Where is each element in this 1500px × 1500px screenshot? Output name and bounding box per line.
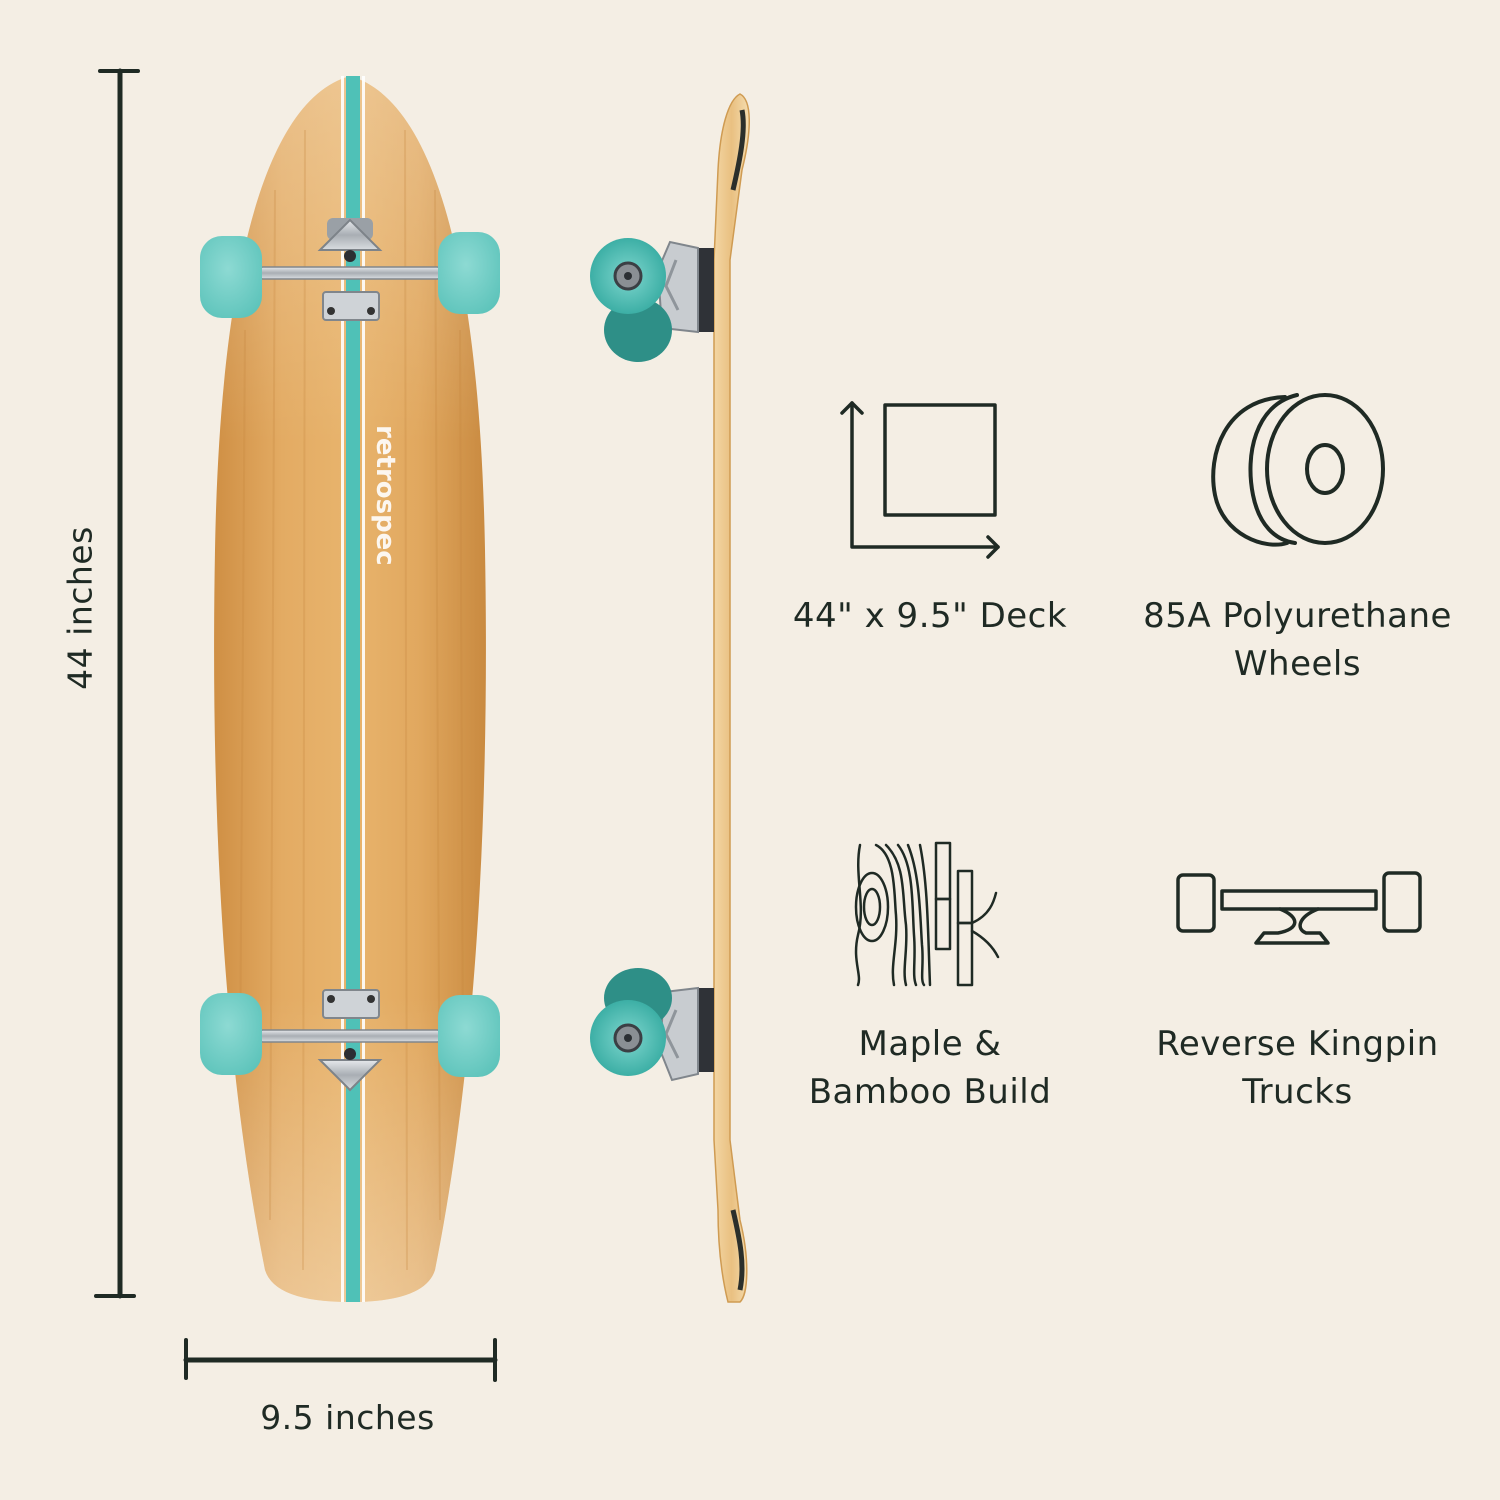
- width-bracket: [183, 1338, 498, 1382]
- rear-right-wheel: [438, 995, 500, 1077]
- maple-bamboo-icon: [850, 835, 1010, 995]
- feature-label-deck: 44" x 9.5" Deck: [792, 596, 1068, 636]
- feature-label-trucks: Reverse Kingpin Trucks: [1156, 1024, 1439, 1112]
- length-bracket: [94, 68, 140, 1299]
- feature-label-build: Maple & Bamboo Build: [808, 1024, 1052, 1112]
- front-left-wheel: [200, 236, 262, 318]
- rear-truck: [256, 989, 444, 1092]
- deck-side: [713, 93, 750, 1303]
- feature-label-wheels: 85A Polyurethane Wheels: [1143, 596, 1452, 684]
- side-rear-truck: [658, 986, 714, 1082]
- deck-dimensions-icon: [830, 395, 1010, 565]
- board-top-view: retrospec: [195, 70, 505, 1310]
- wheel-icon: [1205, 385, 1395, 555]
- side-front-truck: [656, 240, 714, 334]
- length-label: 44 inches: [60, 526, 100, 690]
- width-measurement: [180, 1330, 500, 1390]
- front-right-wheel: [438, 232, 500, 314]
- length-measurement: [80, 60, 160, 1310]
- rear-left-wheel: [200, 993, 262, 1075]
- board-side-view: [580, 90, 760, 1310]
- reverse-kingpin-truck-icon: [1170, 865, 1430, 965]
- front-truck: [256, 218, 444, 321]
- side-front-wheel-back: [604, 298, 672, 362]
- width-label: 9.5 inches: [260, 1398, 435, 1437]
- brand-text: retrospec: [370, 425, 400, 566]
